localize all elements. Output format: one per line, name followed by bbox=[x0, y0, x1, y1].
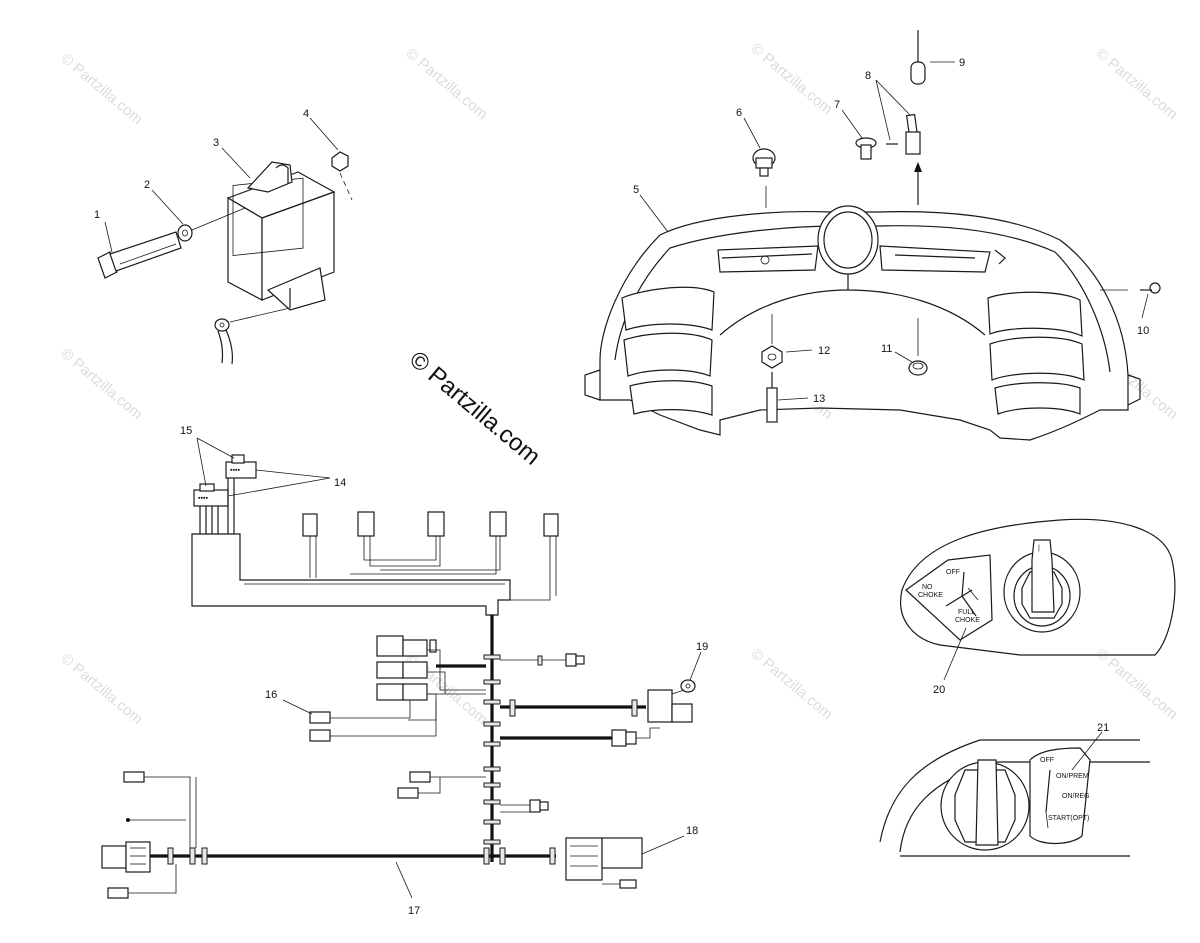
part-screw bbox=[1100, 282, 1161, 294]
leader-12 bbox=[785, 349, 813, 353]
callout-13: 13 bbox=[813, 393, 825, 405]
leader-20 bbox=[943, 627, 967, 681]
leader-3 bbox=[221, 147, 251, 179]
part-18-connector bbox=[565, 837, 643, 889]
watermark-text: © Partzilla.com bbox=[402, 45, 490, 123]
callout-5: 5 bbox=[633, 184, 639, 196]
callout-2: 2 bbox=[144, 179, 150, 191]
leader-bolt-axis bbox=[191, 207, 246, 231]
leader-14b bbox=[227, 477, 331, 497]
watermark-text: © Partzilla.com bbox=[57, 345, 145, 423]
svg-text:|: | bbox=[1038, 545, 1040, 552]
part-hex-nut-12 bbox=[761, 345, 783, 369]
trunk-clips bbox=[483, 654, 501, 845]
arrow-head-8 bbox=[914, 162, 922, 172]
part-knob bbox=[752, 148, 776, 177]
callout-10: 10 bbox=[1137, 325, 1149, 337]
svg-text:▪▪▪▪: ▪▪▪▪ bbox=[230, 467, 240, 474]
axis-line-nut bbox=[339, 172, 353, 201]
watermark-text: © Partzilla.com bbox=[1092, 45, 1180, 123]
leader-14a bbox=[255, 469, 331, 479]
part-relays bbox=[193, 454, 257, 534]
part-stud-13 bbox=[766, 372, 778, 423]
callout-1: 1 bbox=[94, 209, 100, 221]
part-19-connector bbox=[500, 679, 696, 723]
leader-11 bbox=[894, 351, 913, 363]
leader-6 bbox=[743, 117, 761, 149]
choke-full-label: FULL bbox=[958, 609, 975, 616]
leader-17 bbox=[395, 861, 413, 899]
key-on-reg-label: ON/REG bbox=[1062, 793, 1090, 800]
leader-21 bbox=[1071, 731, 1103, 771]
watermark-text: © Partzilla.com bbox=[57, 50, 145, 128]
choke-off-label: OFF bbox=[946, 569, 960, 576]
leader-10 bbox=[1141, 293, 1149, 319]
callout-18: 18 bbox=[686, 825, 698, 837]
part-connector-cluster bbox=[376, 635, 486, 721]
leader-15a bbox=[196, 437, 207, 487]
part-switch bbox=[886, 113, 921, 155]
leader-19 bbox=[689, 651, 702, 681]
part-cdi-box bbox=[226, 161, 336, 311]
choke-full-choke-label: CHOKE bbox=[955, 617, 980, 624]
leader-4 bbox=[309, 117, 339, 151]
watermark-text: © Partzilla.com bbox=[1092, 645, 1180, 723]
part-16-connectors bbox=[309, 700, 437, 742]
part-washer-hole bbox=[182, 229, 188, 237]
leader-18 bbox=[641, 835, 685, 855]
key-off-label: OFF bbox=[1040, 757, 1054, 764]
part-rivet bbox=[855, 137, 877, 160]
watermark-text: © Partzilla.com bbox=[57, 650, 145, 728]
part-branch-lower-left bbox=[397, 771, 486, 799]
watermark-text: © Partzilla.com bbox=[747, 645, 835, 723]
leader-5 bbox=[639, 194, 669, 233]
big-watermark: © Partzilla.com bbox=[404, 346, 545, 471]
leader-8b bbox=[875, 79, 891, 141]
key-on-prem-label: ON/PREM bbox=[1056, 773, 1089, 780]
callout-17: 17 bbox=[408, 905, 420, 917]
leader-16 bbox=[282, 699, 313, 715]
key-start-label: START(OPT) bbox=[1048, 815, 1089, 822]
part-branch-mid-right bbox=[500, 727, 660, 747]
part-choke-panel: OFF NO CHOKE FULL CHOKE | bbox=[900, 518, 1176, 656]
part-nut bbox=[331, 151, 349, 172]
part-harness-upper: ▪▪▪▪ ▪▪▪▪ bbox=[191, 467, 559, 616]
callout-14: 14 bbox=[334, 477, 346, 489]
callout-16: 16 bbox=[265, 689, 277, 701]
part-bolt bbox=[97, 221, 182, 279]
leader-7 bbox=[841, 109, 863, 139]
callout-11: 11 bbox=[881, 343, 892, 355]
leader-2 bbox=[151, 189, 184, 225]
part-branch-lower-right bbox=[500, 799, 549, 813]
part-console bbox=[584, 205, 1141, 441]
callout-9: 9 bbox=[959, 57, 965, 69]
watermark-text: © Partzilla.com bbox=[747, 40, 835, 118]
part-branch-upper-right bbox=[500, 653, 585, 667]
leader-13 bbox=[777, 397, 809, 401]
choke-no-label: NO bbox=[922, 584, 933, 591]
callout-19: 19 bbox=[696, 641, 708, 653]
callout-12: 12 bbox=[818, 345, 830, 357]
leader-8a bbox=[875, 79, 911, 116]
callout-7: 7 bbox=[834, 99, 840, 111]
svg-text:▪▪▪▪: ▪▪▪▪ bbox=[198, 495, 208, 502]
choke-no-choke-label: CHOKE bbox=[918, 592, 943, 599]
part-bulb bbox=[910, 30, 926, 85]
callout-21: 21 bbox=[1097, 722, 1109, 734]
part-17-harness bbox=[101, 771, 556, 899]
callout-6: 6 bbox=[736, 107, 742, 119]
callout-3: 3 bbox=[213, 137, 219, 149]
part-hex-nut-12-hole bbox=[767, 353, 777, 361]
callout-20: 20 bbox=[933, 684, 945, 696]
leader-15b bbox=[196, 437, 235, 459]
part-ring-terminal bbox=[214, 307, 291, 365]
callout-4: 4 bbox=[303, 108, 309, 120]
callout-8: 8 bbox=[865, 70, 871, 82]
part-nut-11-inner bbox=[912, 362, 924, 370]
callout-15: 15 bbox=[180, 425, 192, 437]
part-key-panel: OFF ON/PREM ON/REG START(OPT) bbox=[879, 739, 1150, 857]
part-washer bbox=[177, 224, 193, 242]
